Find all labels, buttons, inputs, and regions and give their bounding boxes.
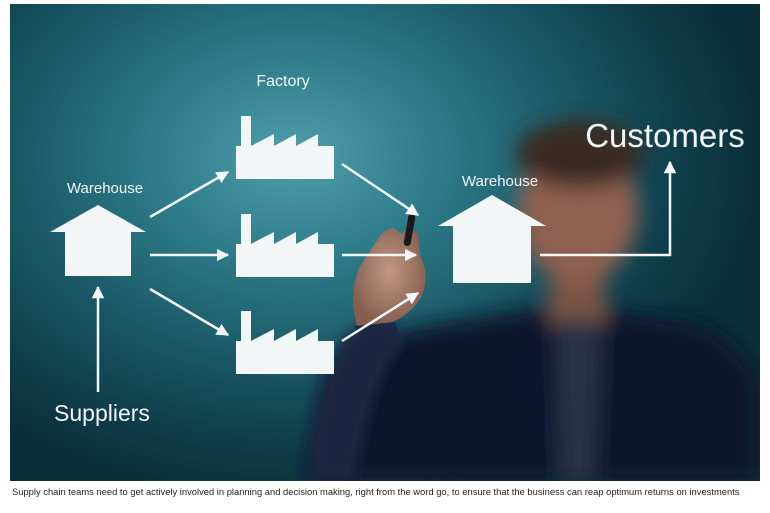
warehouse-left-label: Warehouse (67, 180, 143, 197)
factory-top-icon (236, 116, 334, 179)
supply-chain-diagram: Warehouse Factory Warehou (50, 73, 760, 481)
arrow-to-customers (540, 160, 677, 257)
customers-label: Customers (585, 117, 745, 154)
arrows-to-warehouse (341, 162, 420, 343)
arrows-to-factories (149, 170, 230, 337)
person-silhouette (310, 120, 760, 481)
warehouse-right-icon (438, 195, 546, 283)
supply-chain-photo: Warehouse Factory Warehou (10, 4, 760, 481)
pointing-arm (310, 316, 402, 481)
image-caption: Supply chain teams need to get actively … (12, 486, 740, 497)
factory-bottom-icon (236, 311, 334, 374)
warehouse-right-label: Warehouse (462, 173, 538, 190)
warehouse-left-icon (50, 205, 146, 276)
factory-label: Factory (256, 73, 309, 90)
factory-middle-icon (236, 214, 334, 277)
suppliers-label: Suppliers (54, 400, 150, 426)
